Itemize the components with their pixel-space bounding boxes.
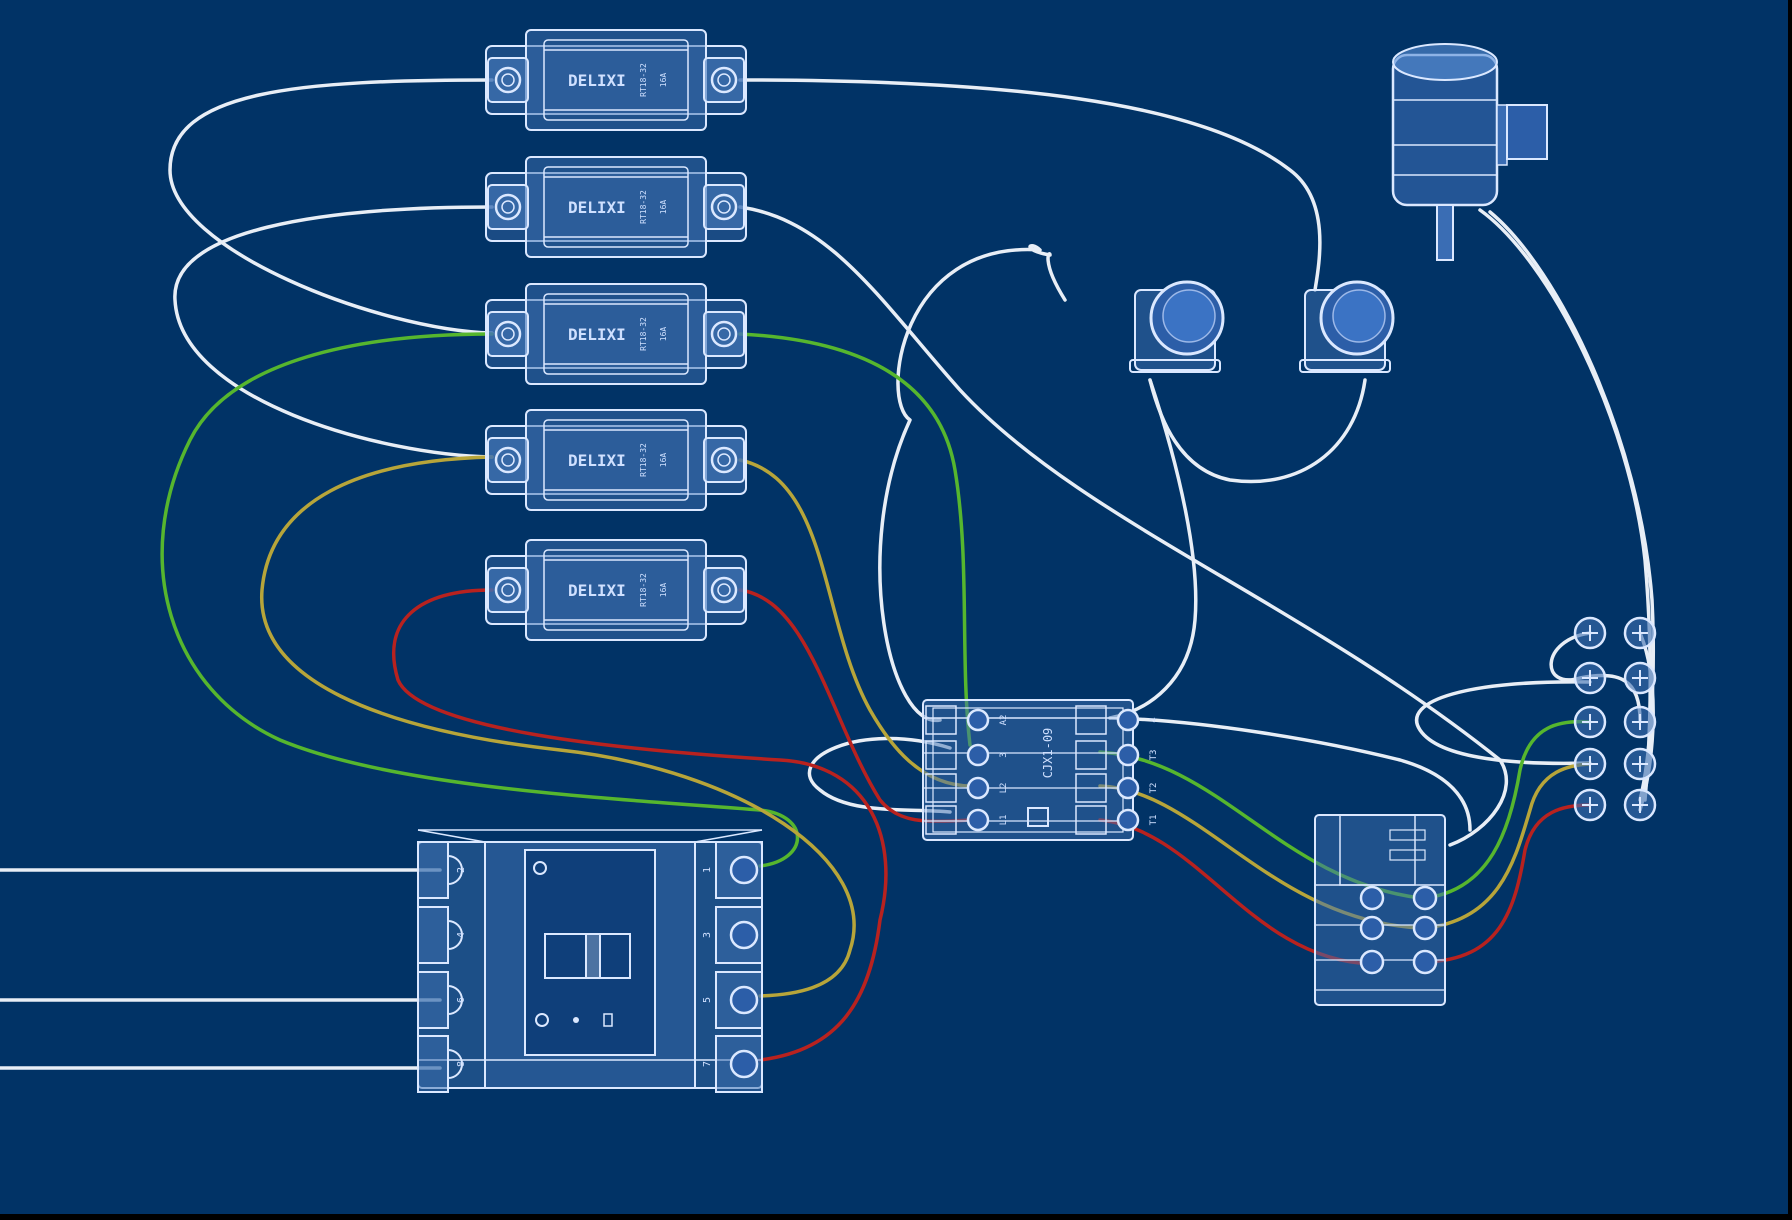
screw-terminal-icon[interactable] [966, 776, 990, 800]
screw-terminal-icon[interactable] [1116, 743, 1140, 767]
contactor-terminal-housing [925, 740, 957, 770]
terminal-block-icon [1573, 616, 1657, 822]
fuse-icon: DELIXI RT18-32 16A [484, 28, 748, 132]
screw-terminal-icon[interactable] [966, 808, 990, 832]
screw-terminal-icon[interactable] [1412, 915, 1438, 941]
wire-contactor-to-relay [1108, 716, 1472, 832]
fuse-rating: 16A [659, 200, 668, 215]
screw-terminal-icon[interactable] [966, 708, 990, 732]
screw-terminal-icon[interactable] [1116, 708, 1140, 732]
contactor-terminal-housing [1075, 705, 1107, 735]
breaker-load-label: 7 [702, 1061, 713, 1067]
circuit-breaker-icon [417, 829, 763, 1089]
fuse-rating: 16A [659, 453, 668, 468]
wire-yellow-fuse4-to-contactor [738, 458, 972, 788]
screw-terminal-icon[interactable] [966, 743, 990, 767]
wire-fuse2-to-fuse4 [173, 205, 494, 459]
contactor-terminal-housing [925, 805, 957, 835]
screw-terminal-icon[interactable] [729, 1049, 759, 1079]
screw-terminal-icon[interactable] [729, 920, 759, 950]
screw-terminal-icon[interactable] [729, 855, 759, 885]
breaker-line-label: 8 [456, 1061, 467, 1067]
fuse-model: RT18-32 [639, 190, 648, 224]
indicator-lamp-icon [1391, 43, 1548, 261]
contactor-terminal-label: A2 [999, 715, 1009, 726]
wire-fuse1-to-button2 [738, 78, 1322, 292]
breaker-line-slot [417, 971, 449, 1029]
contactor-terminal-label: T1 [1149, 815, 1159, 826]
contactor-terminal-label: L1 [999, 815, 1009, 826]
breaker-line-label: 6 [456, 997, 467, 1003]
contactor-terminal-housing [1075, 805, 1107, 835]
fuse-brand: DELIXI [568, 325, 626, 344]
fuse-model: RT18-32 [639, 63, 648, 97]
screw-terminal-icon[interactable] [1412, 949, 1438, 975]
screw-terminal-icon[interactable] [1116, 808, 1140, 832]
contactor-terminal-label: T3 [1149, 750, 1159, 761]
wire-button1-to-contactor [1108, 378, 1198, 720]
wire-motor-to-terminals-2 [1488, 210, 1655, 802]
wire-button1-loop [878, 244, 1067, 722]
breaker-load-label: 1 [702, 867, 713, 873]
fuse-rating: 16A [659, 583, 668, 598]
fuse-brand: DELIXI [568, 581, 626, 600]
fuse-model: RT18-32 [639, 443, 648, 477]
contactor-terminal-label: T2 [1149, 783, 1159, 794]
contactor-model: CJX1-09 [1041, 728, 1055, 779]
contactor-terminal-housing [1075, 773, 1107, 803]
wire-green-fuse3-to-contactor [738, 332, 972, 747]
push-button-icon[interactable] [1299, 280, 1395, 373]
wire-yellow-relay-to-terminal [1423, 762, 1592, 930]
breaker-line-label: 2 [456, 867, 467, 873]
screw-terminal-icon[interactable] [1116, 776, 1140, 800]
contactor-terminal-housing [1075, 740, 1107, 770]
fuse-brand: DELIXI [568, 198, 626, 217]
wire-fuse1-to-fuse3 [168, 78, 494, 335]
contactor-terminal-label: 4 [1149, 717, 1159, 722]
breaker-line-slot [417, 841, 449, 899]
wire-red-relay-to-terminal [1423, 803, 1592, 964]
fuse-rating: 16A [659, 73, 668, 88]
wire-green-relay-to-terminal [1423, 719, 1592, 900]
contactor-terminal-label: 3 [999, 752, 1009, 757]
push-button-icon[interactable] [1129, 280, 1225, 373]
breaker-load-label: 5 [702, 997, 713, 1003]
contactor-terminal-housing [925, 705, 957, 735]
contactor-icon: CJX1-09 [922, 699, 1134, 841]
screw-terminal-icon[interactable] [1359, 885, 1385, 911]
fuse-icon: DELIXI RT18-32 16A [484, 538, 748, 642]
fuse-icon: DELIXI RT18-32 16A [484, 282, 748, 386]
screw-terminal-icon[interactable] [729, 985, 759, 1015]
fuse-icon: DELIXI RT18-32 16A [484, 408, 748, 512]
wire-fuse2-to-terminal [738, 205, 1508, 847]
breaker-load-label: 3 [702, 932, 713, 938]
wire-terminal-loop-2 [1414, 680, 1592, 766]
breaker-line-slot [417, 1035, 449, 1093]
breaker-line-label: 4 [456, 932, 467, 938]
fuse-rating: 16A [659, 327, 668, 342]
wire-red-fuse5-to-breaker [392, 588, 888, 1062]
wire-yellow-fuse4-to-breaker [260, 455, 856, 998]
breaker-line-slot [417, 906, 449, 964]
fuse-icon: DELIXI RT18-32 16A [484, 155, 748, 259]
fuse-brand: DELIXI [568, 71, 626, 90]
screw-terminal-icon[interactable] [1412, 885, 1438, 911]
contactor-terminal-label: L2 [999, 783, 1009, 794]
screw-terminal-icon[interactable] [1359, 915, 1385, 941]
fuse-model: RT18-32 [639, 573, 648, 607]
fuse-model: RT18-32 [639, 317, 648, 351]
contactor-terminal-housing [925, 773, 957, 803]
wire-contactor-loop [807, 736, 952, 814]
fuse-brand: DELIXI [568, 451, 626, 470]
screw-terminal-icon[interactable] [1359, 949, 1385, 975]
